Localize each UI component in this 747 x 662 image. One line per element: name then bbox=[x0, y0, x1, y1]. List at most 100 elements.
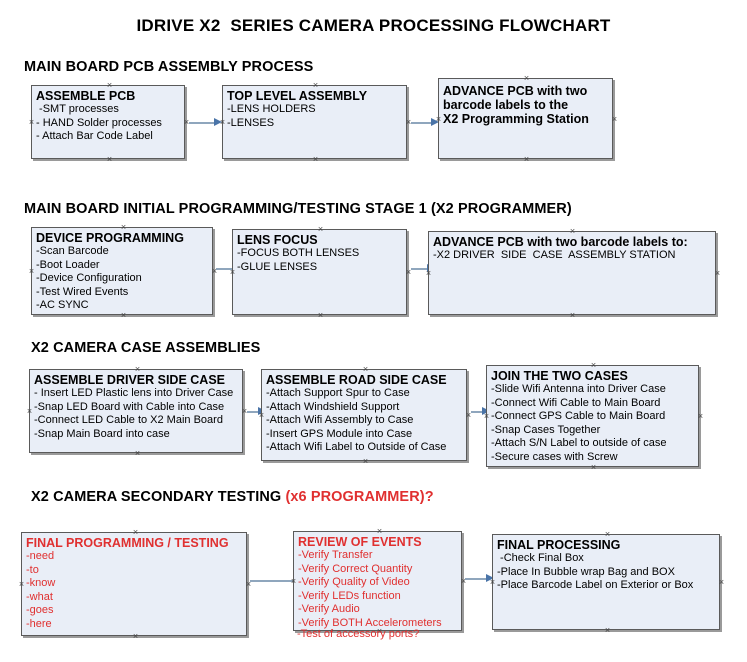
handle-top[interactable] bbox=[317, 226, 324, 233]
box-title: JOIN THE TWO CASES bbox=[491, 369, 628, 383]
box-line: -Verify Correct Quantity bbox=[298, 562, 413, 575]
box-line: -LENSES bbox=[227, 116, 275, 129]
box-join-the-two-cases[interactable]: JOIN THE TWO CASES -Slide Wifi Antenna i… bbox=[486, 365, 699, 467]
handle-bottom[interactable] bbox=[120, 312, 127, 319]
page-title: IDRIVE X2 SERIES CAMERA PROCESSING FLOWC… bbox=[136, 16, 611, 35]
box-title: FINAL PROGRAMMING / TESTING bbox=[26, 536, 229, 550]
handle-right[interactable] bbox=[611, 116, 618, 123]
box-line: -what bbox=[26, 590, 53, 603]
box-line: -Slide Wifi Antenna into Driver Case bbox=[491, 383, 666, 395]
box-title: ASSEMBLE ROAD SIDE CASE bbox=[266, 373, 447, 387]
box-line: - Attach Bar Code Label bbox=[36, 130, 153, 143]
handle-bottom[interactable] bbox=[317, 312, 324, 319]
handle-right[interactable] bbox=[718, 579, 725, 586]
box-line: -Test Wired Events bbox=[36, 285, 129, 298]
box-line: -Attach Support Spur to Case bbox=[266, 387, 410, 399]
box-title: ASSEMBLE DRIVER SIDE CASE bbox=[34, 373, 226, 387]
handle-top[interactable] bbox=[132, 529, 139, 536]
handle-top[interactable] bbox=[120, 224, 127, 231]
box-line: -Place In Bubble wrap Bag and BOX bbox=[497, 565, 675, 578]
box-advance-pcb-programming-station[interactable]: ADVANCE PCB with two barcode labels to t… bbox=[438, 78, 613, 159]
box-assemble-road-side-case[interactable]: ASSEMBLE ROAD SIDE CASE -Attach Support … bbox=[261, 369, 467, 461]
handle-top[interactable] bbox=[604, 531, 611, 538]
handle-bottom[interactable] bbox=[569, 312, 576, 319]
handle-right[interactable] bbox=[714, 270, 721, 277]
box-line: -to bbox=[26, 563, 39, 576]
box-line: -Verify Quality of Video bbox=[298, 576, 410, 589]
handle-top[interactable] bbox=[362, 366, 369, 373]
section-heading-main-board-pcb-assembly: MAIN BOARD PCB ASSEMBLY PROCESS bbox=[24, 59, 314, 75]
handle-top[interactable] bbox=[106, 82, 113, 89]
handle-bottom[interactable] bbox=[132, 633, 139, 640]
handle-bottom[interactable] bbox=[590, 464, 597, 471]
box-line: -know bbox=[26, 577, 56, 590]
handle-left[interactable] bbox=[26, 408, 33, 415]
handle-top[interactable] bbox=[569, 228, 576, 235]
handle-right[interactable] bbox=[697, 413, 704, 420]
box-line: -Device Configuration bbox=[36, 272, 142, 285]
box-line: -AC SYNC bbox=[36, 299, 89, 312]
handle-bottom[interactable] bbox=[134, 450, 141, 457]
box-line: -FOCUS BOTH LENSES bbox=[237, 247, 360, 259]
box-line: -Snap Main Board into case bbox=[34, 427, 170, 440]
box-line: -here bbox=[26, 617, 52, 630]
box-line: - HAND Solder processes bbox=[36, 116, 162, 129]
handle-left[interactable] bbox=[28, 268, 35, 275]
box-line: -Boot Loader bbox=[36, 258, 100, 271]
box-line: -Place Barcode Label on Exterior or Box bbox=[497, 579, 694, 592]
box-line: -Verify BOTH Accelerometers bbox=[298, 616, 442, 629]
section-heading-red-note: (x6 PROGRAMMER)? bbox=[285, 489, 434, 505]
box-review-of-events-overflow-line: -Test of accessory ports? bbox=[297, 628, 420, 640]
box-line: -Attach Wifi Label to Outside of Case bbox=[266, 441, 447, 454]
box-line: -need bbox=[26, 550, 55, 562]
box-final-programming-testing[interactable]: FINAL PROGRAMMING / TESTING -need -to -k… bbox=[21, 532, 247, 636]
handle-bottom[interactable] bbox=[523, 156, 530, 163]
connector-top-level-assembly-to-advance-pcb bbox=[411, 118, 439, 127]
box-line: -Verify Transfer bbox=[298, 549, 373, 561]
box-assemble-pcb[interactable]: ASSEMBLE PCB -SMT processes - HAND Solde… bbox=[31, 85, 185, 159]
box-lens-focus[interactable]: LENS FOCUS -FOCUS BOTH LENSES -GLUE LENS… bbox=[232, 229, 407, 315]
box-line: -Insert GPS Module into Case bbox=[266, 427, 413, 440]
handle-left[interactable] bbox=[28, 119, 35, 126]
box-line: -Secure cases with Screw bbox=[491, 450, 618, 463]
handle-bottom[interactable] bbox=[106, 156, 113, 163]
connector-review-of-events-to-final-processing bbox=[465, 574, 494, 583]
box-line: -Verify LEDs function bbox=[298, 589, 401, 602]
handle-top[interactable] bbox=[312, 82, 319, 89]
handle-top[interactable] bbox=[590, 362, 597, 369]
box-final-processing[interactable]: FINAL PROCESSING -Check Final Box -Place… bbox=[492, 534, 720, 630]
section-heading-x2-camera-case-assemblies: X2 CAMERA CASE ASSEMBLIES bbox=[31, 340, 261, 356]
box-device-programming[interactable]: DEVICE PROGRAMMING -Scan Barcode -Boot L… bbox=[31, 227, 213, 315]
connector-assemble-pcb-to-top-level-assembly bbox=[189, 118, 222, 127]
handle-top[interactable] bbox=[376, 528, 383, 535]
box-line: -Scan Barcode bbox=[36, 245, 109, 257]
box-advance-pcb-driver-side-case[interactable]: ADVANCE PCB with two barcode labels to: … bbox=[428, 231, 716, 315]
box-title: ASSEMBLE PCB bbox=[36, 89, 136, 103]
box-line: -Connect LED Cable to X2 Main Board bbox=[34, 414, 223, 427]
handle-bottom[interactable] bbox=[604, 627, 611, 634]
connector-final-programming-to-review-of-events bbox=[250, 576, 294, 585]
box-title: DEVICE PROGRAMMING bbox=[36, 231, 184, 245]
handle-top[interactable] bbox=[134, 366, 141, 373]
box-line: -X2 DRIVER SIDE CASE ASSEMBLY STATION bbox=[433, 249, 676, 261]
box-title: ADVANCE PCB with two barcode labels to: bbox=[433, 235, 688, 249]
box-top-level-assembly[interactable]: TOP LEVEL ASSEMBLY -LENS HOLDERS -LENSES bbox=[222, 85, 407, 159]
box-line: -GLUE LENSES bbox=[237, 260, 318, 273]
box-line: -Check Final Box bbox=[497, 552, 584, 564]
box-title: ADVANCE PCB with two barcode labels to t… bbox=[443, 84, 589, 126]
box-line: -Attach S/N Label to outside of case bbox=[491, 437, 667, 450]
section-heading-x2-camera-secondary-testing: X2 CAMERA SECONDARY TESTING (x6 PROGRAMM… bbox=[31, 489, 434, 505]
section-heading-text: X2 CAMERA SECONDARY TESTING bbox=[31, 489, 286, 505]
box-line: -goes bbox=[26, 604, 54, 617]
handle-left[interactable] bbox=[18, 581, 25, 588]
handle-bottom[interactable] bbox=[312, 156, 319, 163]
box-line: -SMT processes bbox=[36, 103, 119, 115]
box-assemble-driver-side-case[interactable]: ASSEMBLE DRIVER SIDE CASE - Insert LED P… bbox=[29, 369, 243, 453]
box-line: -Snap Cases Together bbox=[491, 423, 601, 436]
box-line: -Snap LED Board with Cable into Case bbox=[34, 400, 225, 413]
section-heading-main-board-initial-programming: MAIN BOARD INITIAL PROGRAMMING/TESTING S… bbox=[24, 201, 572, 217]
box-line: -Attach Windshield Support bbox=[266, 400, 400, 413]
handle-top[interactable] bbox=[523, 75, 530, 82]
box-review-of-events[interactable]: REVIEW OF EVENTS -Verify Transfer -Verif… bbox=[293, 531, 462, 631]
handle-bottom[interactable] bbox=[362, 458, 369, 465]
